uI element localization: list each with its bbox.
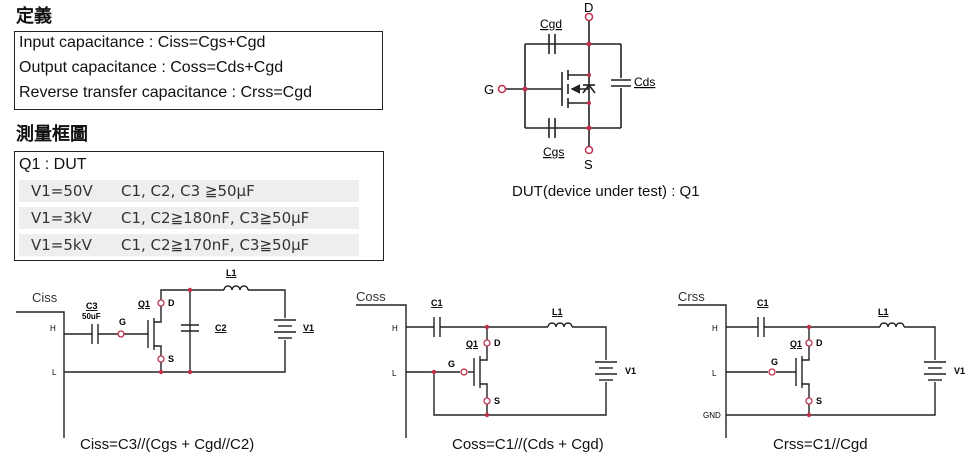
coss-l-label: L	[392, 369, 397, 378]
dut-nodes	[522, 41, 592, 131]
coss-s-label: S	[494, 396, 500, 406]
dut-source-terminal	[584, 145, 594, 155]
dut-gate-terminal	[497, 84, 507, 94]
ciss-v1-label: V1	[303, 323, 314, 333]
coss-formula: Coss=C1//(Cds + Cgd)	[452, 436, 604, 453]
crss-v1-label: V1	[954, 366, 965, 376]
ciss-l1-label: L1	[226, 268, 237, 278]
coss-d-label: D	[494, 338, 501, 348]
crss-formula: Crss=C1//Cgd	[773, 436, 868, 453]
ciss-c2-label: C2	[215, 323, 227, 333]
dut-cgs-label: Cgs	[543, 145, 564, 159]
ciss-formula: Ciss=C3//(Cgs + Cgd//C2)	[80, 436, 255, 453]
crss-g-label: G	[771, 357, 778, 367]
definition-ciss: Input capacitance : Ciss=Cgs+Cgd	[19, 34, 266, 51]
coss-c1-label: C1	[431, 298, 443, 308]
row-voltage: V1=50V	[31, 182, 93, 200]
definition-coss: Output capacitance : Coss=Cds+Cgd	[19, 59, 284, 76]
crss-d-label: D	[816, 338, 823, 348]
dut-diagram	[500, 15, 631, 150]
ciss-title: Ciss	[32, 290, 58, 305]
dut-drain-terminal	[584, 12, 594, 22]
crss-s-label: S	[816, 396, 822, 406]
ciss-g-label: G	[119, 317, 126, 327]
dut-cds-label: Cds	[634, 75, 655, 89]
coss-title: Coss	[356, 289, 386, 304]
coss-q1-label: Q1	[466, 339, 478, 349]
definitions-heading: 定義	[16, 6, 52, 27]
measurement-row: V1=50V C1, C2, C3 ≧50μF	[19, 180, 359, 202]
crss-circuit	[678, 304, 946, 438]
dut-caption: DUT(device under test) : Q1	[512, 183, 700, 200]
dut-cgd-label: Cgd	[540, 17, 562, 31]
ciss-q1-label: Q1	[138, 299, 150, 309]
measurement-row: V1=3kV C1, C2≧180nF, C3≧50μF	[19, 207, 359, 229]
row-capacitors: C1, C2, C3 ≧50μF	[121, 182, 255, 200]
measurement-row: V1=5kV C1, C2≧170nF, C3≧50μF	[19, 234, 359, 256]
coss-l1-label: L1	[552, 307, 563, 317]
coss-v1-label: V1	[625, 366, 636, 376]
crss-c1-label: C1	[757, 298, 769, 308]
ciss-h-label: H	[50, 324, 56, 333]
crss-h-label: H	[712, 324, 718, 333]
definitions-box: Input capacitance : Ciss=Cgs+Cgd Output …	[14, 31, 383, 110]
ciss-c3-label: C3	[86, 301, 98, 311]
coss-h-label: H	[392, 324, 398, 333]
measurement-box: Q1 : DUT V1=50V C1, C2, C3 ≧50μF V1=3kV …	[14, 151, 384, 261]
dut-line: Q1 : DUT	[19, 156, 87, 173]
crss-title: Crss	[678, 289, 705, 304]
ciss-l-label: L	[52, 368, 57, 377]
crss-l-label: L	[712, 369, 717, 378]
ciss-circuit	[16, 285, 296, 438]
row-voltage: V1=5kV	[31, 236, 92, 254]
coss-circuit	[356, 304, 617, 438]
ciss-c3-value: 50uF	[82, 312, 101, 321]
ciss-d-label: D	[168, 298, 175, 308]
definition-crss: Reverse transfer capacitance : Crss=Cgd	[19, 84, 313, 101]
crss-gnd-label: GND	[703, 411, 721, 420]
crss-l1-label: L1	[878, 307, 889, 317]
coss-g-label: G	[448, 359, 455, 369]
row-capacitors: C1, C2≧180nF, C3≧50μF	[121, 209, 310, 227]
dut-d-label: D	[584, 0, 593, 15]
ciss-s-label: S	[168, 354, 174, 364]
row-capacitors: C1, C2≧170nF, C3≧50μF	[121, 236, 310, 254]
crss-q1-label: Q1	[790, 339, 802, 349]
row-voltage: V1=3kV	[31, 209, 92, 227]
dut-s-label: S	[584, 157, 593, 172]
measurement-heading: 測量框圖	[16, 124, 88, 145]
dut-g-label: G	[484, 82, 494, 97]
